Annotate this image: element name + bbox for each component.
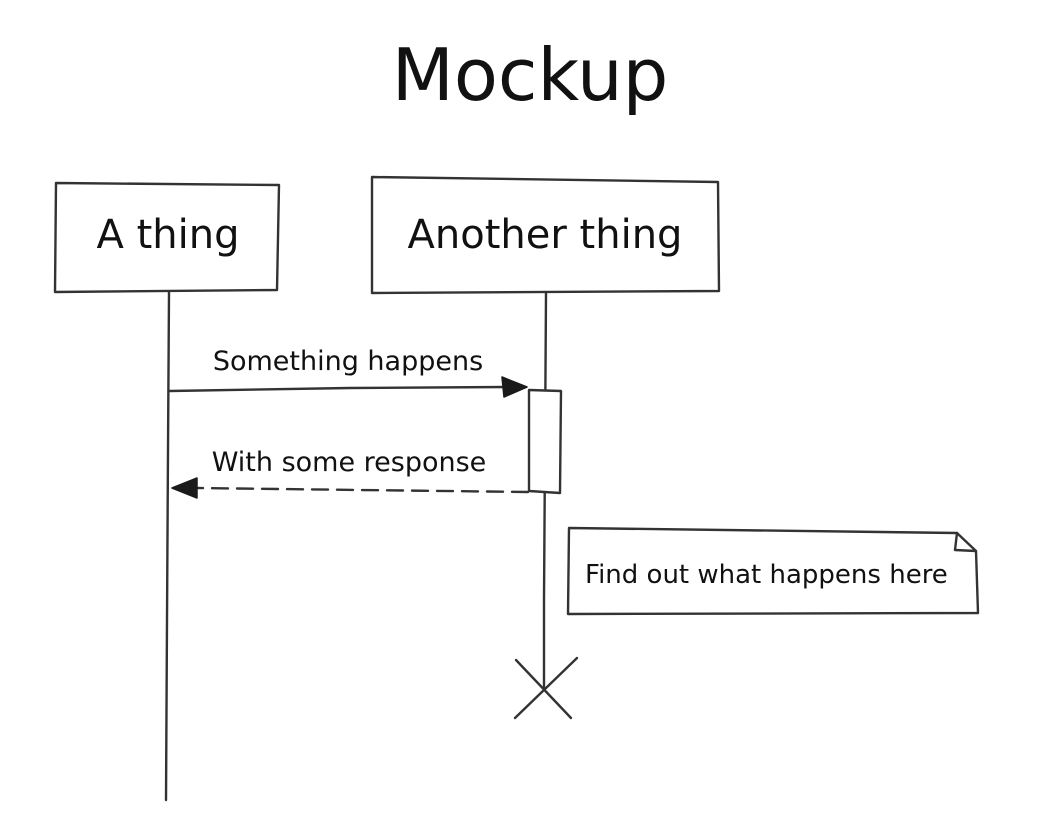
message-something-happens: Something happens [168, 346, 528, 398]
participant-a-thing: A thing [53, 181, 281, 294]
participant-another-thing-box [370, 175, 721, 295]
message-with-some-response-arrowhead [171, 477, 198, 499]
activation-bar [527, 388, 563, 495]
message-with-some-response: With some response [171, 447, 530, 499]
note: Find out what happens here [566, 526, 980, 616]
destroy-x-icon [513, 656, 579, 720]
message-something-happens-label: Something happens [213, 346, 483, 377]
note-text: Find out what happens here [585, 560, 948, 590]
participant-a-thing-label: A thing [97, 212, 240, 258]
message-with-some-response-line [194, 486, 530, 494]
destroy-x-stroke-2 [513, 656, 579, 720]
participant-another-thing-label: Another thing [408, 212, 683, 258]
lifeline-another-thing [542, 291, 548, 690]
note-folded-corner [953, 531, 978, 553]
lifeline-a-thing [164, 290, 171, 802]
message-something-happens-arrowhead [501, 376, 528, 398]
message-with-some-response-label: With some response [212, 447, 487, 478]
note-box [566, 526, 980, 616]
message-something-happens-line [168, 385, 508, 393]
participant-another-thing: Another thing [370, 175, 721, 295]
diagram-title: Mockup [392, 33, 669, 117]
participant-a-thing-box [53, 181, 281, 294]
